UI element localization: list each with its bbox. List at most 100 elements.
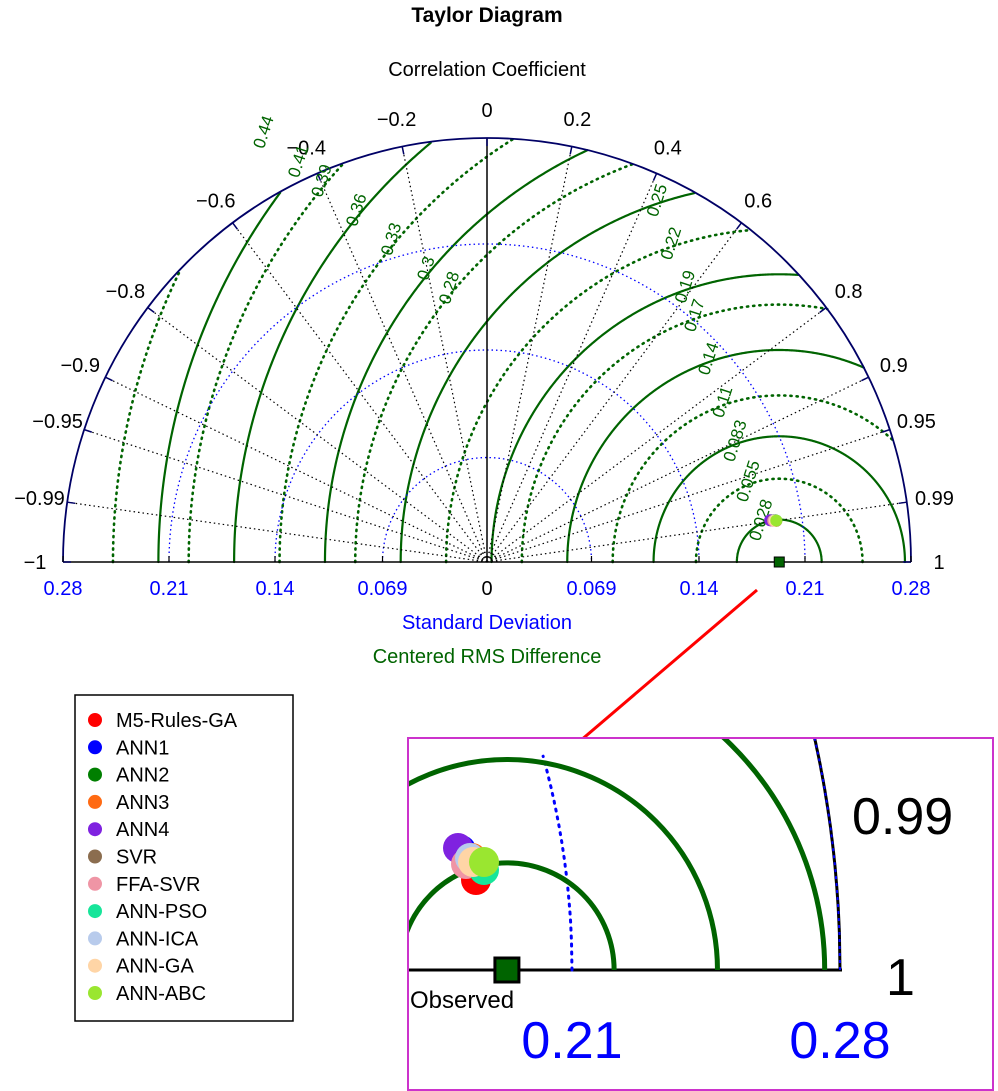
origin-mark [476,551,498,563]
rms-label: 0.11 [709,384,737,420]
correlation-tick [898,501,907,505]
correlation-ray [67,501,488,563]
inset-std-label-b: 0.28 [789,1012,890,1070]
correlation-tick-label: 1 [933,552,944,574]
correlation-ray [486,429,890,563]
correlation-ray [232,222,488,563]
correlation-axis-label: Correlation Coefficient [388,59,586,81]
rms-contour [399,192,696,564]
correlation-tick-label: 0.95 [897,411,936,433]
correlation-ray [401,146,488,563]
std-tick-label: 0.14 [256,578,295,600]
rms-label: 0.22 [657,225,685,262]
legend: M5-Rules-GAANN1ANN2ANN3ANN4SVRFFA-SVRANN… [74,694,294,1022]
correlation-tick [881,428,891,433]
correlation-ray [147,307,488,563]
legend-label: ANN2 [116,765,169,787]
correlation-tick-label: 0.9 [880,355,908,377]
legend-label: ANN1 [116,737,169,759]
correlation-tick-label: 0 [481,100,492,122]
std-arcs [168,243,806,563]
correlation-tick [819,307,827,313]
inset-rms-contour [720,738,828,971]
inset-rms-contour [408,860,617,971]
rms-label: 0.25 [643,182,671,219]
legend-marker [88,740,102,755]
rms-contour [611,394,895,564]
correlation-tick [105,376,113,382]
rms-label: 0.44 [249,113,277,150]
correlation-ray [486,501,907,563]
correlation-ray [486,146,573,563]
rms-contour [520,303,829,564]
rms-label: 0.36 [342,191,370,228]
correlation-ray [486,222,742,563]
legend-marker [88,986,102,1000]
rms-contour-labels: 0.0280.0550.0830.110.140.170.190.220.250… [249,113,776,543]
std-tick-label: 0.069 [566,578,616,600]
legend-marker [88,767,102,782]
legend-marker [88,904,102,919]
correlation-tick-label: 0.6 [744,190,772,212]
legend-label: ANN4 [116,819,169,841]
rms-contour [694,477,864,564]
correlation-ray [486,173,658,563]
correlation-ray [316,173,488,563]
std-arc [274,349,700,563]
inset-point-ann-abc [469,847,499,877]
correlation-ray [486,376,869,563]
correlation-ray [84,429,488,563]
inset-std-label-a: 0.21 [521,1012,622,1070]
inset-observed-label: Observed [410,987,514,1014]
correlation-tick-label: −0.2 [377,109,416,131]
correlation-tick [147,307,155,313]
legend-marker [88,958,102,973]
rms-label: 0.28 [435,269,463,306]
std-tick-label: 0.21 [150,578,189,600]
rms-axis-label: Centered RMS Difference [373,646,602,668]
inset-rms-contour [408,757,720,971]
model-points [764,513,785,568]
rms-contour [111,268,182,564]
correlation-tick-label: −0.4 [286,138,325,160]
rms-contours [111,138,907,564]
std-tick-label: 0.28 [892,578,931,600]
legend-label: ANN-ICA [116,928,199,950]
legend-marker [88,794,102,809]
rms-label: 0.3 [413,254,438,282]
legend-label: ANN3 [116,792,169,814]
rms-contour [323,149,589,564]
rms-contour [278,138,514,564]
legend-label: ANN-GA [116,956,194,978]
legend-label: ANN-ABC [116,983,206,1005]
legend-box [74,694,294,1022]
legend-marker [88,876,102,891]
correlation-tick [569,146,573,155]
correlation-tick [232,222,238,230]
legend-label: M5-Rules-GA [116,710,238,732]
legend-marker [88,931,102,946]
inset-border [407,737,994,1091]
std-axis-label: Standard Deviation [402,612,572,634]
rms-contour [187,161,346,564]
rms-contour [157,191,282,564]
rms-label: 0.39 [307,162,335,199]
point-ann-abc [770,514,783,527]
rms-contour [233,141,432,564]
chart-title: Taylor Diagram [411,4,562,27]
inset-outer-arc-std [813,738,841,971]
legend-marker [88,849,102,864]
inset-one-label: 1 [886,949,915,1007]
legend-marker [88,822,102,837]
correlation-tick [67,501,76,505]
correlation-tick [83,428,93,433]
correlation-tick [735,222,743,230]
correlation-tick-label: −0.8 [106,281,145,303]
legend-label: SVR [116,847,157,869]
correlation-rays [67,138,907,563]
std-tick-label: 0.14 [680,578,719,600]
rms-contour [490,273,800,564]
inset-background [408,738,993,1090]
